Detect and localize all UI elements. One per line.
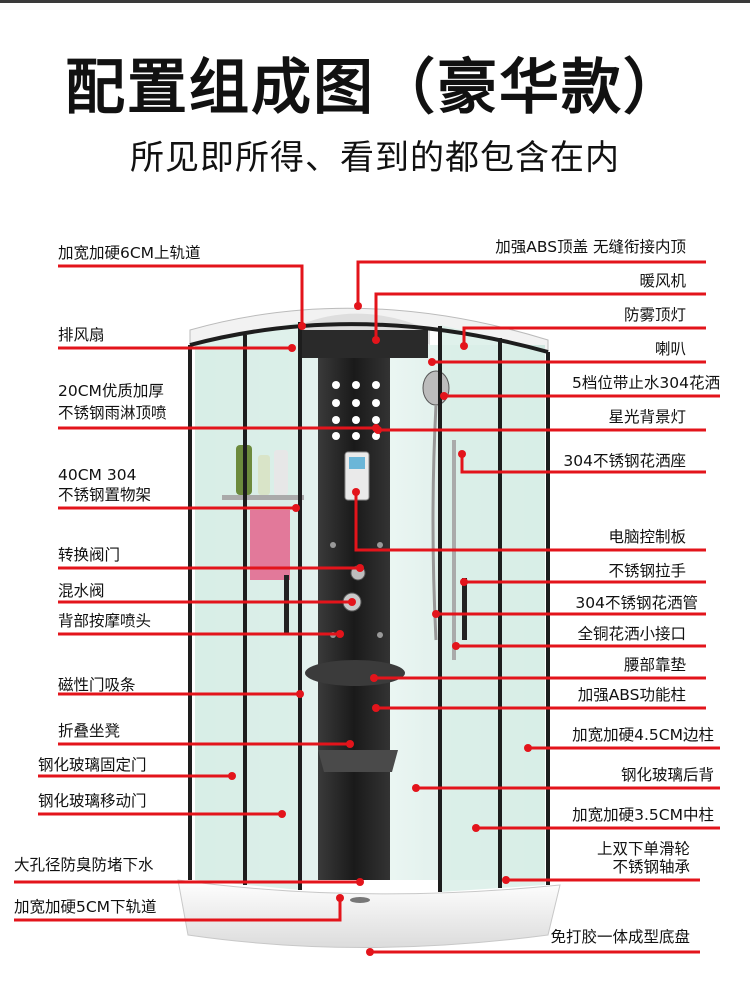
label-pulley-2: 不锈钢轴承	[612, 858, 690, 876]
label-shower-pipe: 304不锈钢花洒管	[575, 594, 698, 612]
page-subtitle: 所见即所得、看到的都包含在内	[130, 138, 620, 178]
top-border	[0, 0, 750, 3]
lumbar-cushion	[305, 660, 405, 686]
label-speaker: 喇叭	[654, 340, 686, 358]
door-handle-left	[284, 575, 289, 635]
star-lights	[332, 381, 380, 440]
label-base-tray: 免打胶一体成型底盘	[550, 928, 690, 946]
label-rain-head-1: 20CM优质加厚	[58, 382, 164, 400]
label-back-jets: 背部按摩喷头	[58, 612, 152, 630]
leader-bottom-rail-dot	[336, 894, 344, 902]
leader-shower-head-dot	[440, 392, 448, 400]
label-exhaust-fan: 排风扇	[58, 326, 105, 344]
leader-ceiling-light	[462, 326, 706, 346]
leader-top-rail	[58, 264, 304, 326]
label-bottom-rail: 加宽加硬5CM下轨道	[14, 898, 157, 916]
label-heater: 暖风机	[639, 272, 686, 290]
label-pulley-1: 上双下单滑轮	[596, 840, 690, 858]
label-abs-column: 加强ABS功能柱	[577, 686, 686, 704]
leader-control	[354, 492, 706, 552]
label-shelf-1: 40CM 304	[58, 466, 137, 484]
front-glass-left	[195, 322, 300, 890]
leader-sliding-door-dot	[278, 810, 286, 818]
leader-bottom-rail	[14, 898, 342, 922]
front-glass-right	[440, 325, 545, 892]
label-drain: 大孔径防臭防堵下水	[14, 856, 154, 874]
leader-back-jets-dot	[336, 630, 344, 638]
label-middle-post: 加宽加硬3.5CM中柱	[572, 806, 714, 824]
label-back-glass: 钢化玻璃后背	[620, 766, 714, 784]
drain	[350, 897, 370, 903]
label-handle: 不锈钢拉手	[608, 562, 686, 580]
leader-top-rail-dot	[298, 322, 306, 330]
leader-abs-column-dot	[372, 704, 380, 712]
leader-middle-post-dot	[472, 824, 480, 832]
leader-magnetic-dot	[296, 690, 304, 698]
label-magnetic-strip: 磁性门吸条	[58, 676, 136, 694]
base-tray	[177, 879, 561, 948]
leader-copper-joint-dot	[452, 642, 460, 650]
label-lumbar-cushion: 腰部靠垫	[623, 656, 686, 674]
leader-heater	[374, 292, 706, 340]
top-cap-dome	[300, 313, 430, 345]
leader-star-lights-dot	[374, 426, 382, 434]
label-shower-head: 5档位带止水304花洒	[572, 374, 720, 392]
leader-ceiling-light-dot	[460, 342, 468, 350]
leader-side-post-dot	[524, 744, 532, 752]
label-abs-cap: 加强ABS顶盖 无缝衔接内顶	[495, 238, 686, 256]
label-shower-holder: 304不锈钢花洒座	[563, 452, 686, 470]
label-fixed-door: 钢化玻璃固定门	[38, 756, 147, 774]
label-star-lights: 星光背景灯	[608, 408, 686, 426]
leader-mixer-dot	[348, 598, 356, 606]
leader-shower-holder	[460, 454, 706, 474]
leader-cushion-dot	[370, 674, 378, 682]
leader-heater-dot	[372, 336, 380, 344]
leader-fixed-door-dot	[228, 772, 236, 780]
label-copper-joint: 全铜花洒小接口	[577, 625, 686, 643]
leader-seat-dot	[346, 740, 354, 748]
label-shelf-2: 不锈钢置物架	[58, 486, 152, 504]
leader-base-tray-dot	[366, 948, 374, 956]
page-title: 配置组成图（豪华款）	[65, 53, 685, 123]
leader-pulley-dot	[502, 876, 510, 884]
leader-diverter-dot	[356, 564, 364, 572]
shelf	[222, 495, 304, 500]
leader-shelf-dot	[292, 504, 300, 512]
label-sliding-door: 钢化玻璃移动门	[38, 792, 147, 810]
label-side-post: 加宽加硬4.5CM边柱	[572, 726, 714, 744]
handheld-shower	[422, 370, 450, 406]
leader-speaker-dot	[428, 358, 436, 366]
label-top-rail: 加宽加硬6CM上轨道	[58, 244, 201, 262]
label-diverter-valve: 转换阀门	[58, 546, 121, 564]
leader-abs-cap	[356, 260, 706, 306]
leader-exhaust-fan-dot	[288, 344, 296, 352]
label-ceiling-light: 防雾顶灯	[623, 306, 686, 324]
label-rain-head-2: 不锈钢雨淋顶喷	[58, 404, 167, 422]
leader-handle-dot	[460, 578, 468, 586]
leader-back-glass-dot	[412, 784, 420, 792]
label-mixer-valve: 混水阀	[58, 582, 105, 600]
leader-shower-pipe-dot	[432, 610, 440, 618]
folding-seat	[318, 750, 398, 772]
label-folding-seat: 折叠坐凳	[58, 722, 121, 740]
leader-abs-cap-dot	[354, 302, 362, 310]
leader-drain-dot	[356, 878, 364, 886]
leader-control-dot	[352, 488, 360, 496]
label-control-board: 电脑控制板	[608, 528, 686, 546]
panel-top	[300, 330, 428, 358]
door-handle-right	[462, 578, 467, 640]
leader-shower-holder-dot	[458, 450, 466, 458]
shower-hose	[431, 404, 438, 641]
